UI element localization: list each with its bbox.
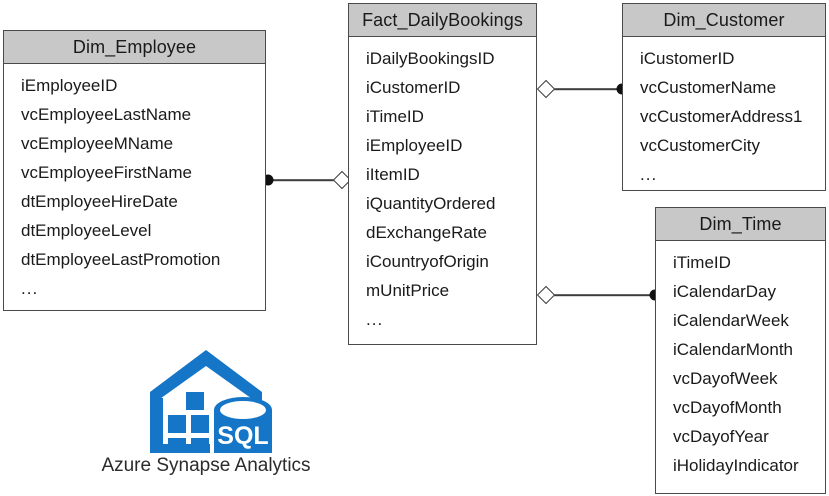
field-row-more: ... [640,165,658,184]
field-row: dExchangeRate [366,223,487,242]
field-row: iCustomerID [366,78,461,97]
entity-dim-customer[interactable]: Dim_Customer iCustomerID vcCustomerName … [622,3,826,191]
relationship-fact-to-customer [536,79,628,99]
connector-line [546,294,657,296]
connector-marker-open-diamond [536,79,556,99]
connector-marker-open-diamond [536,285,556,305]
field-row: iCalendarWeek [673,311,789,330]
field-row: iDailyBookingsID [366,49,495,68]
field-row: vcEmployeeFirstName [21,163,192,182]
field-row: iHolidayIndicator [673,456,799,475]
entity-fact-dailybookings[interactable]: Fact_DailyBookings iDailyBookingsID iCus… [348,3,537,345]
field-row: dtEmployeeHireDate [21,192,178,211]
field-row: vcDayofMonth [673,398,782,417]
sql-badge-text: SQL [217,422,268,450]
field-row: vcEmployeeLastName [21,105,192,124]
field-row: iCountryofOrigin [366,252,489,271]
relationship-fact-to-time [536,285,661,305]
field-row-more: ... [366,310,384,329]
field-row-more: ... [21,279,39,298]
field-row: iTimeID [366,107,424,126]
connector-line [546,88,624,90]
entity-fields-fact-dailybookings: iDailyBookingsID iCustomerID iTimeID iEm… [349,37,536,342]
field-row: dtEmployeeLevel [21,221,152,240]
field-row: vcDayofWeek [673,369,778,388]
entity-fields-dim-time: iTimeID iCalendarDay iCalendarWeek iCale… [656,241,825,488]
relationship-employee-to-fact [262,170,352,190]
field-row: iCalendarDay [673,282,776,301]
azure-synapse-logo: SQL Azure Synapse Analytics [96,348,316,493]
field-row: vcEmployeeMName [21,134,174,153]
field-row: iCustomerID [640,49,735,68]
field-row: iItemID [366,165,420,184]
field-row: iCalendarMonth [673,340,794,359]
entity-fields-dim-customer: iCustomerID vcCustomerName vcCustomerAdd… [623,37,825,197]
connector-marker-filled-dot [262,174,274,186]
entity-fields-dim-employee: iEmployeeID vcEmployeeLastName vcEmploye… [4,64,265,311]
field-row: vcCustomerCity [640,136,760,155]
field-row: iQuantityOrdered [366,194,496,213]
entity-dim-employee[interactable]: Dim_Employee iEmployeeID vcEmployeeLastN… [3,30,266,311]
field-row: vcDayofYear [673,427,769,446]
data-warehouse-sql-icon: SQL [150,350,272,469]
entity-title-dim-time: Dim_Time [656,208,825,241]
sql-cylinder: SQL [214,397,272,469]
field-row: iEmployeeID [366,136,463,155]
field-row: vcCustomerName [640,78,777,97]
field-row: iEmployeeID [21,76,118,95]
logo-caption: Azure Synapse Analytics [101,455,311,476]
connector-line [268,179,348,181]
entity-title-dim-employee: Dim_Employee [4,31,265,64]
entity-title-fact-dailybookings: Fact_DailyBookings [349,4,536,37]
field-row: vcCustomerAddress1 [640,107,803,126]
field-row: mUnitPrice [366,281,450,300]
field-row: iTimeID [673,253,731,272]
entity-dim-time[interactable]: Dim_Time iTimeID iCalendarDay iCalendarW… [655,207,826,494]
entity-title-dim-customer: Dim_Customer [623,4,825,37]
field-row: dtEmployeeLastPromotion [21,250,221,269]
